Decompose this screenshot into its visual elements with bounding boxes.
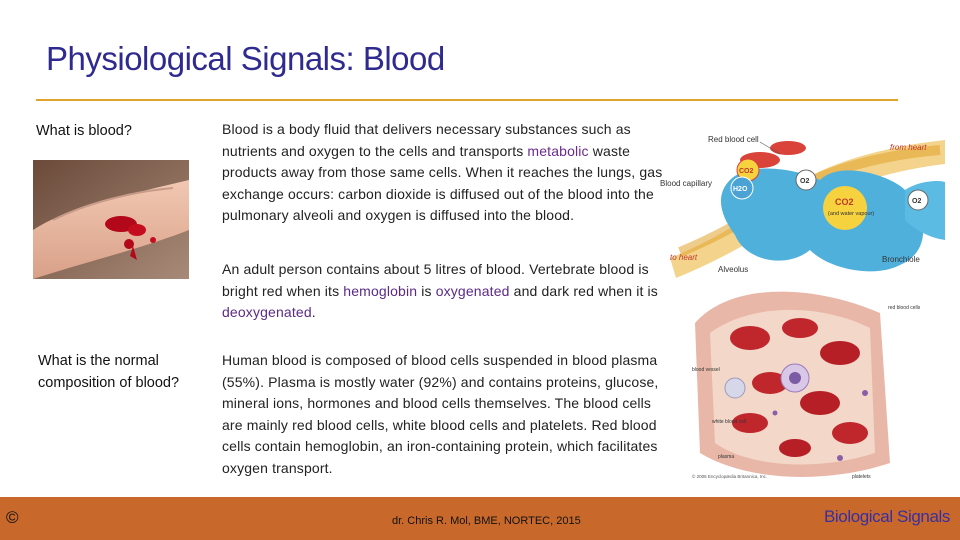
paragraph-text: waste products away from those same cell… [222, 142, 663, 224]
footer-author: dr. Chris R. Mol, BME, NORTEC, 2015 [392, 515, 581, 527]
label-o2-a: O2 [800, 178, 809, 185]
paragraph-blood-definition: Blood is a body fluid that delivers nece… [222, 119, 672, 227]
question-what-is-blood: What is blood? [36, 123, 132, 139]
link-metabolic[interactable]: metabolic [527, 142, 589, 159]
link-hemoglobin[interactable]: hemoglobin [343, 282, 418, 299]
label-red-blood-cell: Red blood cell [708, 135, 759, 144]
bleeding-finger-photo [33, 160, 189, 279]
copyright-symbol: © [6, 508, 19, 527]
label-water-vapour: (and water vapour) [828, 211, 874, 217]
slide-title: Physiological Signals: Blood [46, 40, 445, 77]
label-from-heart: from heart [890, 143, 927, 152]
label-blood-capillary: Blood capillary [660, 179, 712, 188]
gas-exchange-diagram: Red blood cell from heart Blood capillar… [660, 135, 945, 278]
paragraph-text: . [311, 304, 316, 321]
label-alveolus: Alveolus [718, 265, 748, 274]
link-deoxygenated[interactable]: deoxygenated [222, 304, 312, 321]
paragraph-text: is [417, 282, 436, 299]
label-to-heart: to heart [670, 253, 698, 262]
label-blood-vessel: blood vessel [692, 367, 720, 373]
paragraph-text: An adult person contains about 5 litres … [222, 261, 649, 299]
label-o2-b: O2 [912, 198, 921, 205]
paragraph-text: and dark red when it is [509, 282, 658, 299]
footer-brand: Biological Signals [823, 507, 950, 526]
footer-bar: © dr. Chris R. Mol, BME, NORTEC, 2015 Bi… [0, 497, 960, 540]
label-co2-small: CO2 [739, 168, 754, 175]
label-co2-big: CO2 [835, 197, 854, 207]
label-platelets: platelets [852, 474, 871, 480]
label-white-blood-cell: white blood cell [712, 419, 746, 425]
label-plasma: plasma [718, 454, 734, 460]
label-bronchiole: Bronchiole [882, 255, 920, 264]
paragraph-blood-volume: An adult person contains about 5 litres … [222, 259, 672, 324]
title-divider [36, 99, 898, 101]
paragraph-blood-composition: Human blood is composed of blood cells s… [222, 352, 659, 476]
question-blood-composition: What is the normal composition of blood? [38, 353, 180, 391]
paragraph-text: Blood is a body fluid that delivers nece… [222, 121, 631, 159]
blood-cells-illustration: red blood cells blood vessel white blood… [690, 283, 940, 488]
image-copyright: © 2006 Encyclopædia Britannica, Inc. [692, 473, 767, 479]
link-oxygenated[interactable]: oxygenated [435, 282, 510, 299]
label-red-blood-cells: red blood cells [888, 305, 921, 311]
label-h2o: H2O [733, 186, 748, 193]
